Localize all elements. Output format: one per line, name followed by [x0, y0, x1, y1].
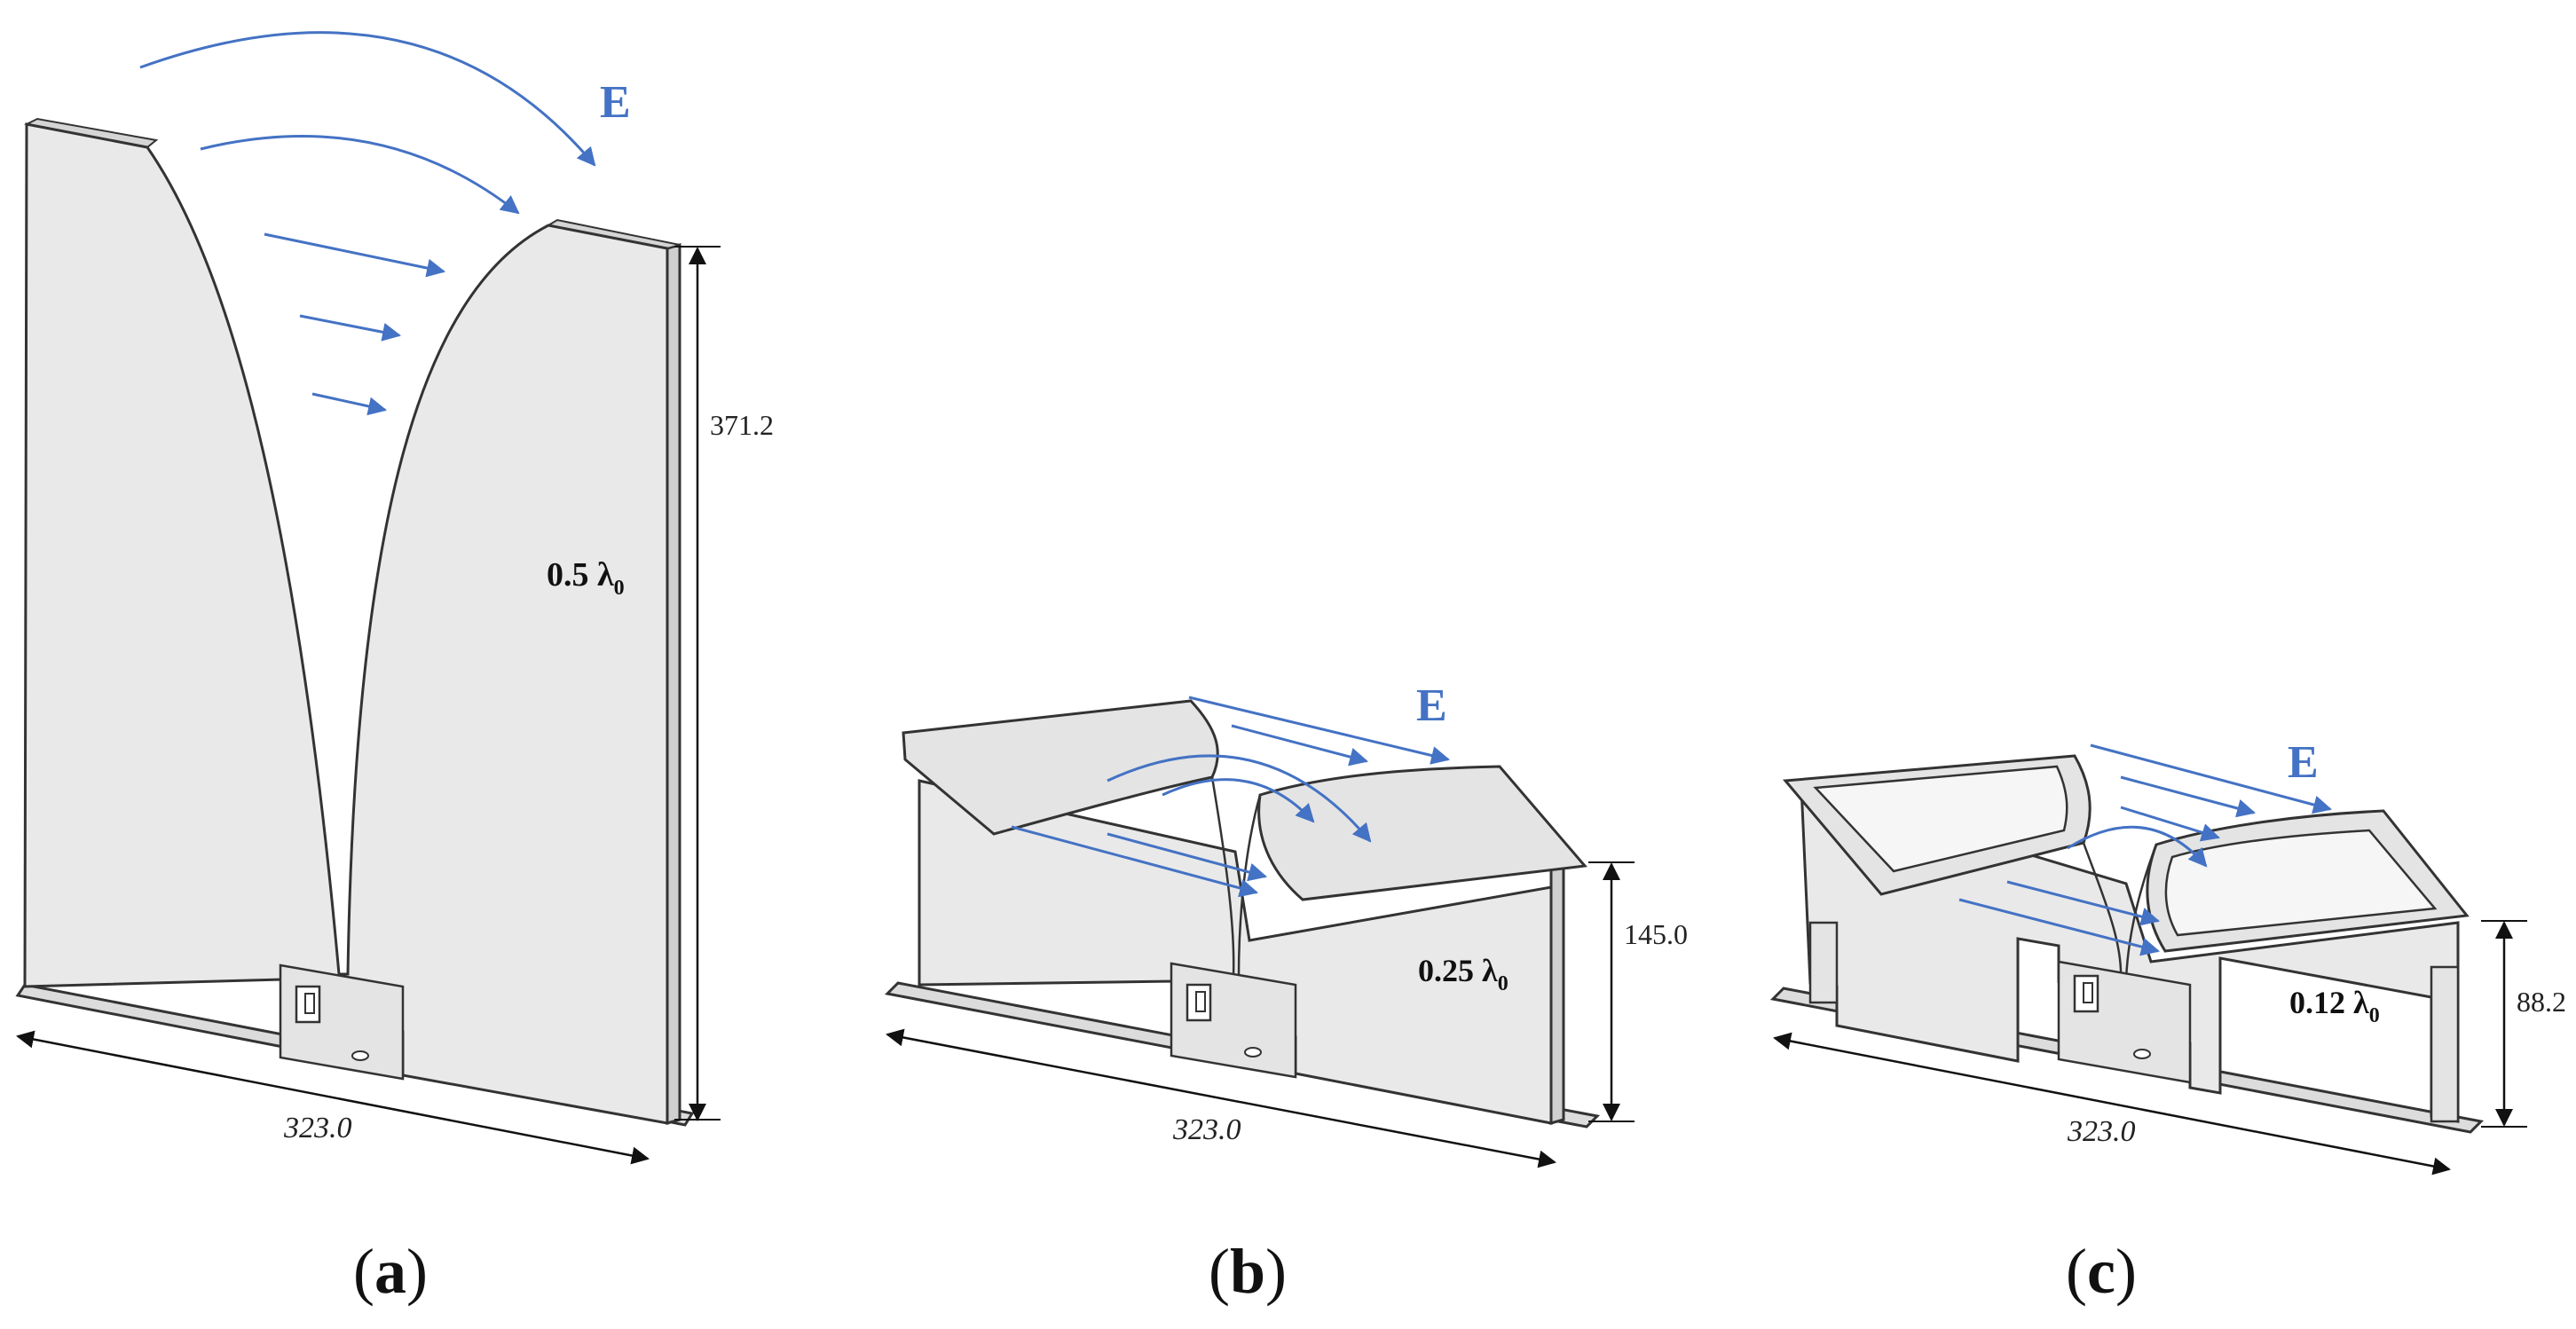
panel-a-height-dim: 371.2 [710, 409, 774, 441]
panel-c-width-dim: 323.0 [2067, 1115, 2136, 1148]
panel-a-field-label: E [600, 77, 631, 128]
panel-b-width-dim: 323.0 [1172, 1113, 1241, 1146]
panel-b-caption-close: ) [1265, 1236, 1288, 1307]
panel-b-height-dim: 145.0 [1624, 918, 1688, 950]
panel-b-caption: (b) [1209, 1235, 1287, 1309]
panel-c-field-arrow-4 [1958, 898, 2161, 956]
panel-a-field-arrow-2 [299, 314, 402, 342]
panel-c-field-arrow-2 [2120, 775, 2257, 818]
panel-c-slot-left [2082, 842, 2123, 980]
panel-a-field-arc-2 [200, 134, 520, 215]
panel-b-field-arrow-3 [1011, 825, 1259, 898]
panel-a-width-dim-line [16, 1030, 650, 1165]
panel-a-caption-letter: a [374, 1236, 406, 1307]
panel-c-caption-close: ) [2115, 1236, 2137, 1307]
panel-b-field-label: E [1416, 680, 1447, 731]
panel-b-field-arrow-1 [1188, 696, 1451, 765]
panel-c: E 88.2 323.0 0.12 λ0 [1769, 737, 2566, 1176]
panel-a-field-arrow-3 [311, 392, 388, 416]
panel-c-field-arrow-3 [2120, 806, 2221, 842]
panel-b-caption-open: ( [1209, 1236, 1230, 1307]
panel-b-caption-letter: b [1229, 1236, 1266, 1307]
panel-b-field-arrow-4 [1107, 832, 1268, 882]
panel-c-feed-slot-inner [2083, 982, 2093, 1003]
panel-a-feed-slot-inner [304, 993, 315, 1014]
panel-b-field-arc-2 [1162, 778, 1315, 823]
panel-c-caption-letter: c [2086, 1236, 2115, 1307]
panel-b-edge-strip [1549, 859, 1565, 1125]
panel-c-field-arrow-5 [2006, 880, 2161, 926]
panel-c-slot-right [2124, 844, 2158, 980]
panel-c-leg-left [1808, 921, 1839, 1004]
panel-c-feed-hole [2133, 1049, 2151, 1059]
panel-b-left-wing [902, 699, 1219, 836]
panel-c-height-dim: 88.2 [2517, 986, 2566, 1018]
panel-b-width-dim-line [886, 1028, 1556, 1168]
panel-a-field-arc-1 [139, 31, 596, 167]
panel-b-field-arc-1 [1107, 754, 1372, 843]
panel-c-field-arc-1 [2067, 825, 2208, 868]
panel-c-field-label: E [2288, 737, 2319, 788]
panel-a-caption-close: ) [406, 1236, 428, 1307]
panel-b-right-wing [1257, 765, 1587, 901]
panel-b: E 145.0 323.0 0.25 λ0 [884, 680, 1688, 1168]
panel-c-field-arrow-1 [2090, 743, 2333, 814]
panel-a-feed-hole [351, 1050, 369, 1061]
panel-a-antenna-face [23, 122, 669, 1125]
panel-c-right-frame-window [2164, 829, 2438, 937]
panel-b-field-arrow-2 [1231, 724, 1369, 767]
panel-a-caption-open: ( [353, 1236, 374, 1307]
panel-b-ratio-label: 0.25 λ0 [1418, 953, 1509, 995]
panel-c-caption: (c) [2066, 1235, 2137, 1309]
panel-a: E 371.2 323.0 0.5 λ0 [15, 31, 774, 1165]
panel-b-feed-hole [1244, 1047, 1262, 1058]
panel-a-edge-strip [666, 243, 681, 1125]
panel-a-caption: (a) [353, 1235, 428, 1309]
panel-c-leg-right [2430, 965, 2460, 1123]
panel-c-left-frame-window [1813, 765, 2068, 873]
panel-c-ratio-label: 0.12 λ0 [2289, 985, 2380, 1027]
panel-a-field-arrow-1 [264, 232, 446, 278]
panel-c-width-dim-line [1773, 1032, 2451, 1176]
panel-a-ratio-label: 0.5 λ0 [547, 556, 625, 600]
panel-b-feed-slot-inner [1195, 991, 1206, 1012]
panel-a-width-dim: 323.0 [283, 1112, 352, 1144]
panel-c-caption-open: ( [2066, 1236, 2087, 1307]
